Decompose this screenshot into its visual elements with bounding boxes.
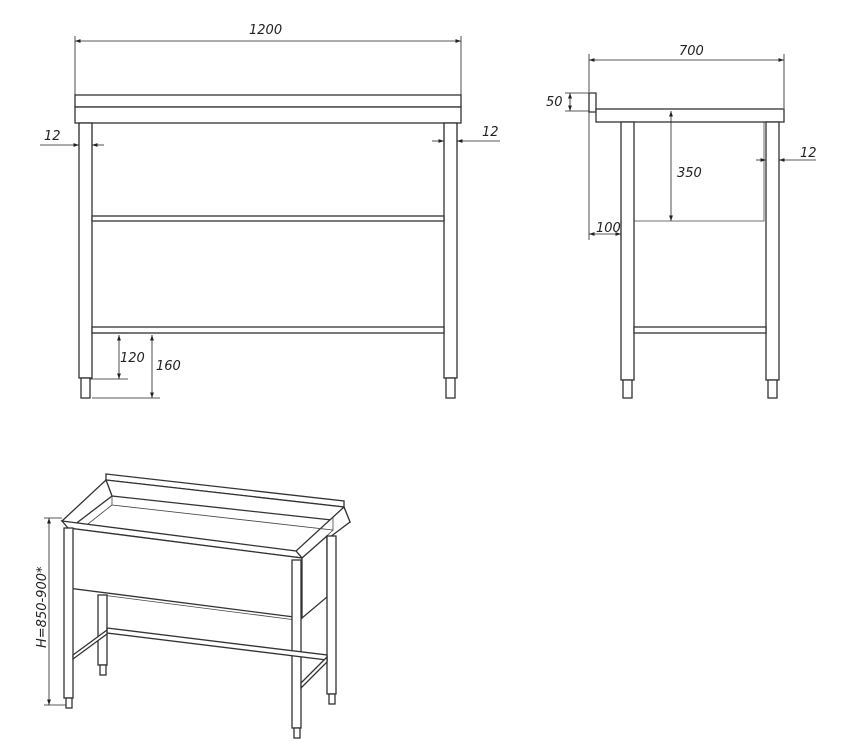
side-backsplash xyxy=(588,92,597,113)
front-top-edge xyxy=(74,94,462,108)
iso-foot-front-right xyxy=(293,727,301,739)
front-view: 1200 12 12 120 160 xyxy=(40,23,500,399)
iso-bottom-rail-left xyxy=(72,628,108,661)
front-bottom-rail xyxy=(91,326,445,334)
side-view: 700 50 350 12 100 xyxy=(546,44,817,399)
front-bottom-shelf-label: 160 xyxy=(156,359,181,374)
front-basin-body xyxy=(74,106,462,124)
side-offset-label: 100 xyxy=(596,221,621,236)
front-mid-rail xyxy=(91,215,445,222)
iso-leg-front-left xyxy=(63,527,74,699)
front-foot-right xyxy=(445,377,456,399)
side-bottom-rail xyxy=(633,326,767,334)
front-width-label: 1200 xyxy=(249,23,282,38)
front-left-leg-label: 12 xyxy=(44,129,61,144)
isometric-view: H=850-900* xyxy=(35,473,352,739)
side-basin-depth-label: 350 xyxy=(677,166,702,181)
side-backsplash-label: 50 xyxy=(546,95,563,110)
front-leg-left xyxy=(78,122,93,379)
side-foot-right xyxy=(767,379,778,399)
front-foot-left xyxy=(80,377,91,399)
side-leg-right xyxy=(765,121,780,381)
side-foot-left xyxy=(622,379,633,399)
side-depth-label: 700 xyxy=(679,44,704,59)
front-foot-label: 120 xyxy=(120,351,145,366)
iso-bottom-rail-right xyxy=(300,655,328,690)
side-leg-left xyxy=(620,121,635,381)
iso-left-rim xyxy=(60,478,113,526)
iso-foot-back-right xyxy=(328,693,336,705)
front-leg-right xyxy=(443,122,458,379)
iso-leg-back-right xyxy=(326,535,337,695)
front-right-leg-label: 12 xyxy=(482,125,499,140)
iso-foot-front-left xyxy=(65,697,73,709)
iso-leg-front-right xyxy=(291,559,302,729)
iso-leg-back-left xyxy=(97,594,108,666)
iso-height-label: H=850-900* xyxy=(35,566,50,648)
side-top xyxy=(595,108,785,123)
side-leg-label: 12 xyxy=(800,146,817,161)
iso-foot-back-left xyxy=(99,664,107,676)
